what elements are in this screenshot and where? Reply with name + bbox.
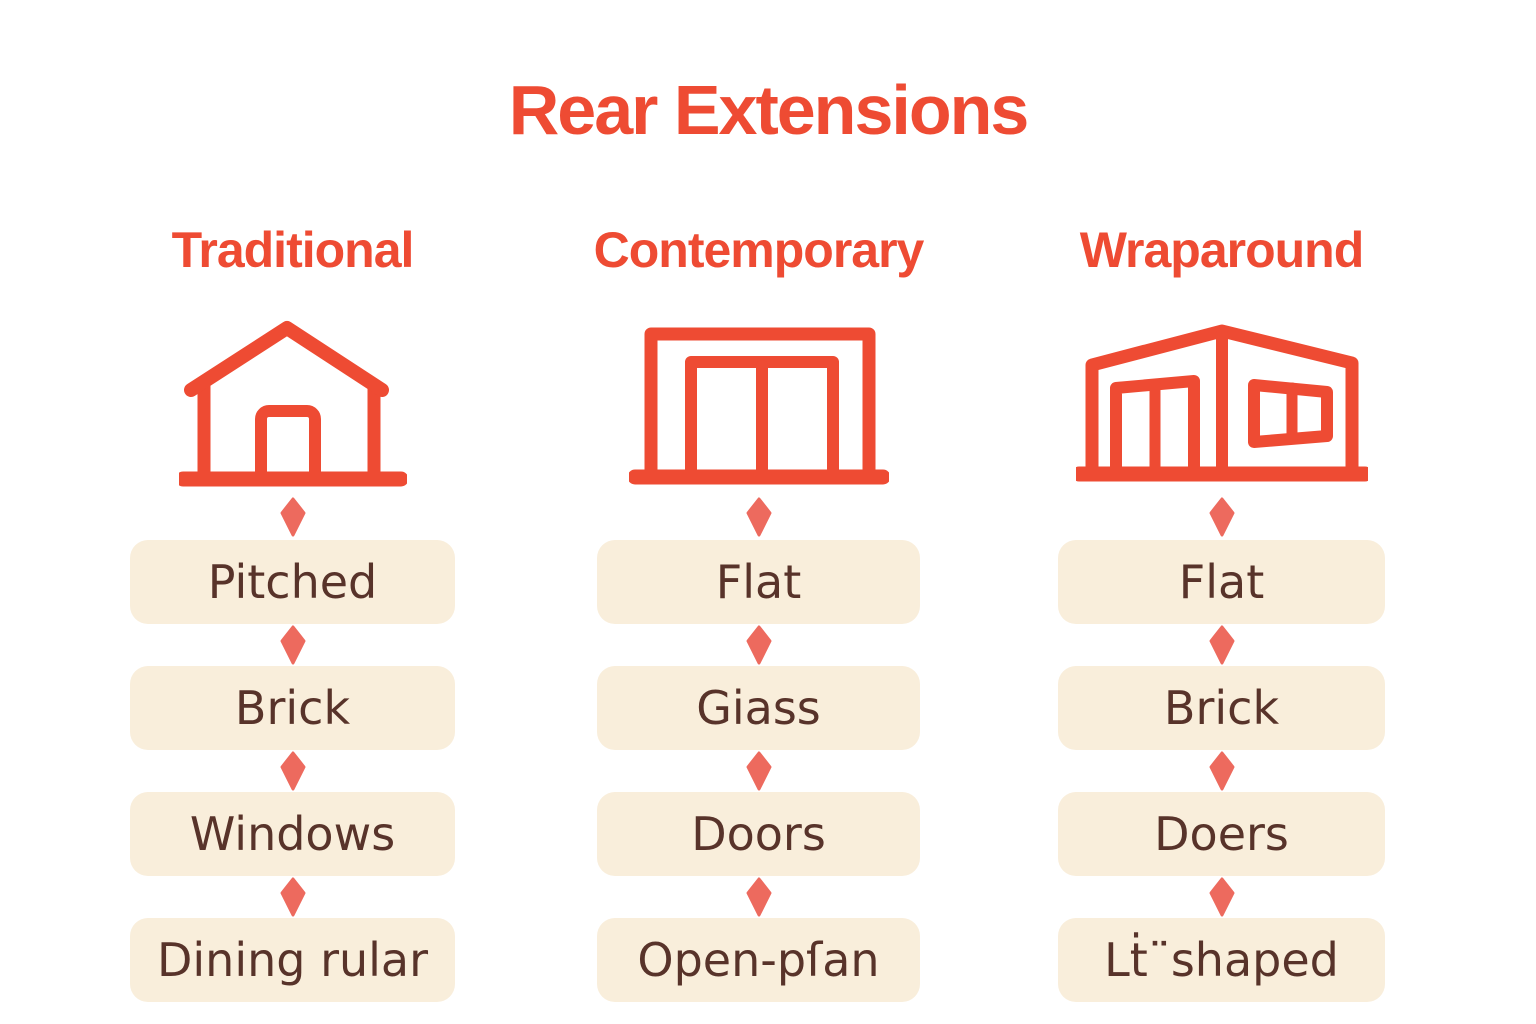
arrow-connector-icon: [746, 751, 771, 791]
label-text: Giass: [696, 681, 821, 735]
label-text: Dining rular: [156, 933, 429, 987]
label-text: Lṫ¨shaped: [1104, 933, 1339, 987]
wraparound-extension-icon: [1075, 316, 1368, 488]
label-text: Flat: [1178, 555, 1265, 609]
arrow-connector-icon: [280, 877, 305, 917]
label-box: Dining rular: [130, 918, 455, 1002]
arrow-connector-icon: [746, 625, 771, 665]
arrow-connector-icon: [280, 625, 305, 665]
label-box: Flat: [1058, 540, 1385, 624]
label-text: Open-pſan: [637, 933, 880, 987]
label-box: Doers: [1058, 792, 1385, 876]
column-contemporary: Contemporary Flat Giass Doors: [594, 220, 924, 1002]
column-header-contemporary: Contemporary: [593, 222, 925, 278]
label-box: Lṫ¨shaped: [1058, 918, 1385, 1002]
label-box: Giass: [597, 666, 920, 750]
label-text: Windows: [189, 807, 396, 861]
column-traditional: Traditional Pitched Brick: [130, 220, 455, 1002]
label-text: Doers: [1154, 807, 1289, 861]
label-box: Flat: [597, 540, 920, 624]
label-text: Pitched: [207, 555, 378, 609]
label-text: Doors: [691, 807, 826, 861]
page-title: Rear Extensions: [508, 71, 1030, 149]
label-box: Brick: [1058, 666, 1385, 750]
arrow-connector-icon: [746, 877, 771, 917]
label-text: Brick: [1163, 681, 1280, 735]
label-box: Brick: [130, 666, 455, 750]
label-box: Open-pſan: [597, 918, 920, 1002]
arrow-connector-icon: [1209, 497, 1234, 537]
label-text: Brick: [234, 681, 351, 735]
label-box: Windows: [130, 792, 455, 876]
arrow-connector-icon: [1209, 625, 1234, 665]
columns-container: Traditional Pitched Brick: [0, 220, 1536, 1020]
column-wraparound: Wraparound Flat Brick: [1058, 220, 1385, 1002]
pitched-roof-house-icon: [178, 316, 407, 488]
column-header-traditional: Traditional: [171, 222, 415, 278]
arrow-connector-icon: [280, 751, 305, 791]
arrow-connector-icon: [746, 497, 771, 537]
arrow-connector-icon: [1209, 877, 1234, 917]
label-box: Pitched: [130, 540, 455, 624]
label-text: Flat: [715, 555, 802, 609]
arrow-connector-icon: [1209, 751, 1234, 791]
label-box: Doors: [597, 792, 920, 876]
column-header-wraparound: Wraparound: [1079, 222, 1365, 278]
arrow-connector-icon: [280, 497, 305, 537]
flat-roof-glass-doors-icon: [628, 316, 889, 488]
